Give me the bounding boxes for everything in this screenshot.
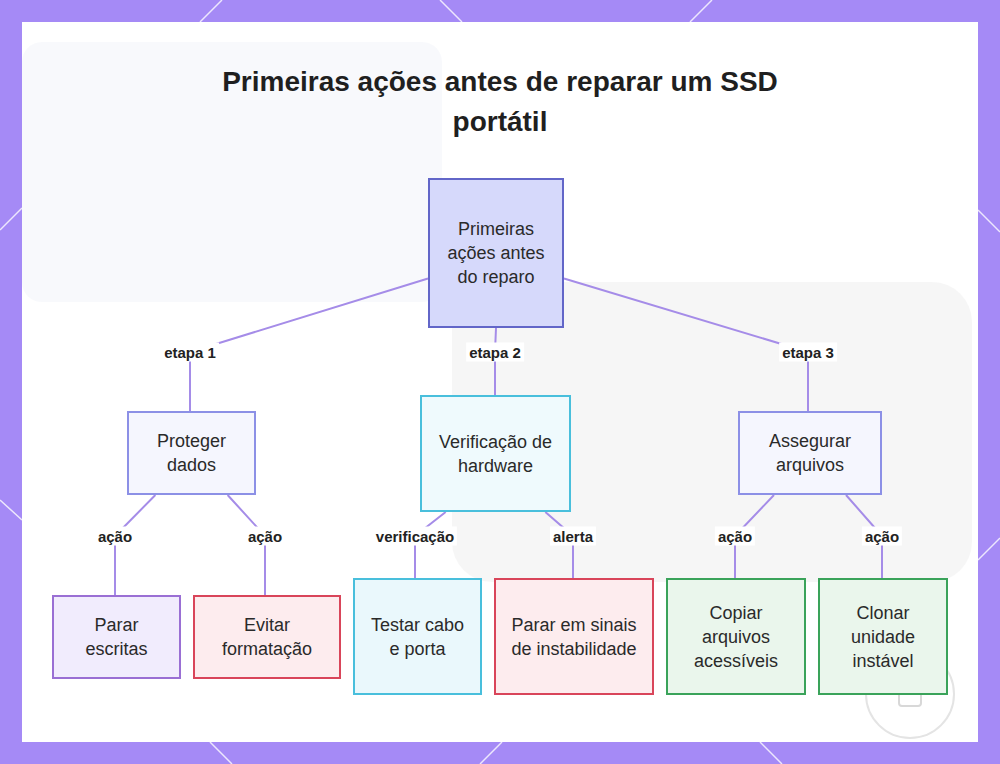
- node-text: Clonar unidade instável: [832, 601, 934, 673]
- step-box: Proteger dados: [127, 411, 256, 495]
- step-box: Assegurar arquivos: [738, 411, 882, 495]
- warning-box: Parar em sinais de instabilidade: [494, 578, 654, 695]
- node-text: Testar cabo e porta: [367, 613, 468, 661]
- edge-label: etapa 1: [161, 343, 219, 362]
- edge-label: ação: [862, 527, 902, 546]
- connector-line: [564, 279, 808, 412]
- node-text: Evitar formatação: [207, 613, 327, 661]
- node-text: Proteger dados: [141, 429, 242, 477]
- warning-box: Evitar formatação: [193, 595, 341, 679]
- edge-label: etapa 3: [779, 343, 837, 362]
- check-box: Testar cabo e porta: [353, 578, 482, 695]
- node-text: Copiar arquivos acessíveis: [680, 601, 792, 673]
- step-box: Verificação de hardware: [420, 395, 571, 512]
- node-text: Verificação de hardware: [434, 430, 557, 478]
- diagram-title: Primeiras ações antes de reparar um SSD …: [210, 62, 790, 142]
- edge-label: ação: [715, 527, 755, 546]
- root-box: Primeiras ações antes do reparo: [428, 178, 564, 328]
- connector-line: [495, 328, 496, 395]
- edge-label: ação: [95, 527, 135, 546]
- action-box: Parar escritas: [52, 595, 181, 679]
- edge-label: etapa 2: [466, 343, 524, 362]
- node-text: Parar em sinais de instabilidade: [508, 613, 640, 661]
- edge-label: verificação: [373, 527, 457, 546]
- node-text: Assegurar arquivos: [752, 429, 868, 477]
- action-box: Clonar unidade instável: [818, 578, 948, 695]
- node-text: Primeiras ações antes do reparo: [442, 217, 550, 289]
- connector-line: [190, 279, 428, 412]
- action-box: Copiar arquivos acessíveis: [666, 578, 806, 695]
- node-text: Parar escritas: [66, 613, 167, 661]
- edge-label: alerta: [550, 527, 596, 546]
- edge-label: ação: [245, 527, 285, 546]
